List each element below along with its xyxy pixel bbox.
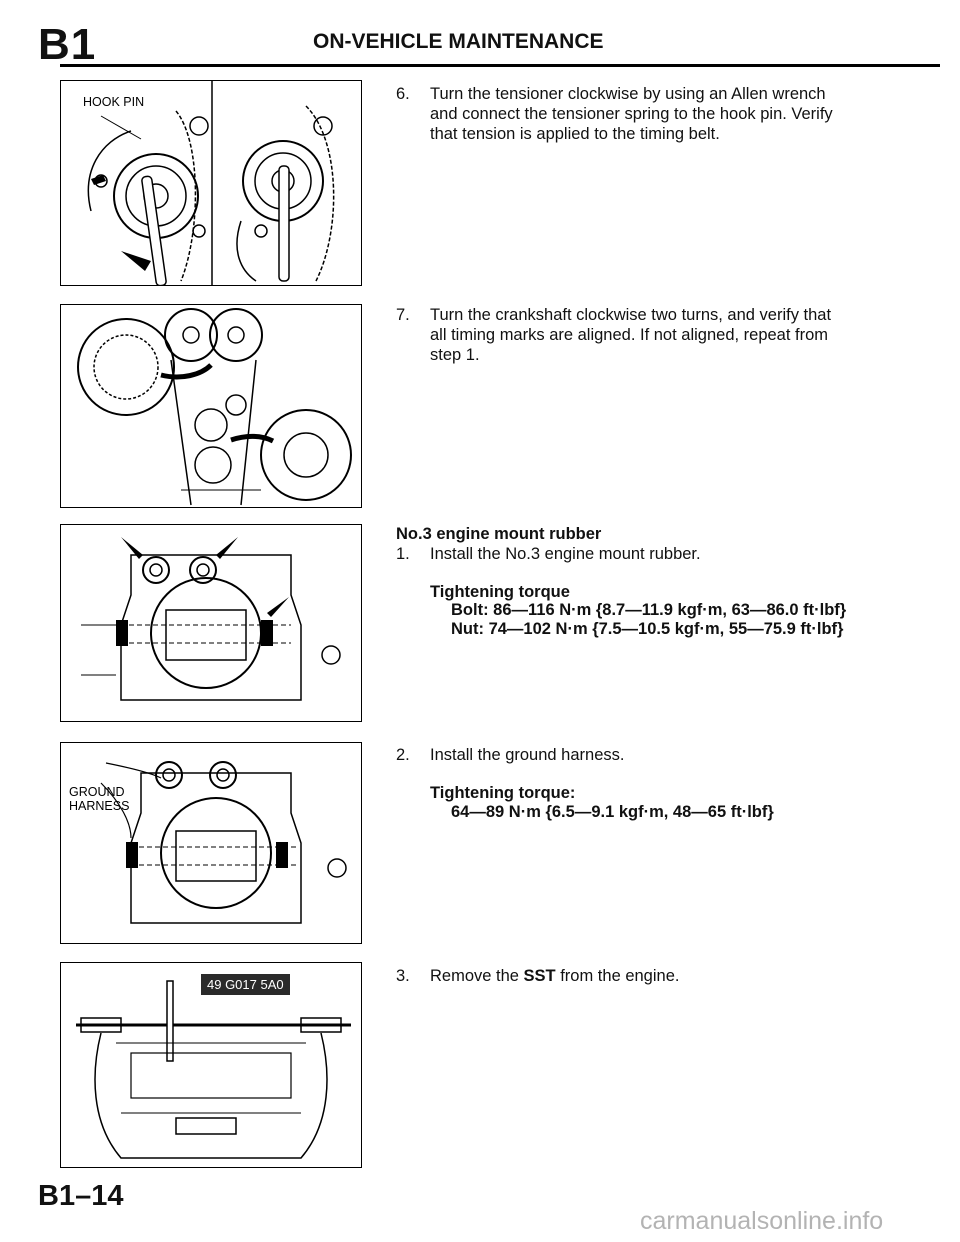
mount-step-1-text: Install the No.3 engine mount rubber. [430,545,701,563]
sst-term: SST [523,967,556,985]
mount-step-3: 3. Remove the SST from the engine. [396,966,846,986]
step-6: 6. Turn the tensioner clockwise by using… [396,84,846,144]
mount-step-3-number: 3. [396,967,410,985]
torque-bolt-spec: Bolt: 86—116 N·m {8.7—11.9 kgf·m, 63—86.… [451,601,847,619]
watermark: carmanualsonline.info [640,1207,884,1235]
step-6-number: 6. [396,85,410,103]
torque-heading-1: Tightening torque [430,583,570,601]
header-rule [60,64,940,67]
torque-ground-spec: 64—89 N·m {6.5—9.1 kgf·m, 48—65 ft·lbf} [451,803,774,821]
step-7: 7. Turn the crankshaft clockwise two tur… [396,305,846,365]
page-title: ON-VEHICLE MAINTENANCE [313,30,604,53]
mount-step-1: 1. Install the No.3 engine mount rubber. [396,544,846,564]
sst-illustration [76,980,351,1159]
torque-heading-2: Tightening torque: [430,784,576,802]
tensioner-illustration [87,81,335,285]
step-7-number: 7. [396,306,410,324]
figure-sst-removal: 49 G017 5A0 [60,962,362,1168]
mount-step-3-text: Remove the SST from the engine. [430,966,846,986]
figure-ground-harness: GROUND HARNESS [60,742,362,944]
page-number: B1–14 [38,1180,124,1212]
ground-harness-illustration [100,761,347,924]
ground-label-line1: GROUND [69,785,125,799]
harness-label-line2: HARNESS [69,799,130,813]
engine-mount-illustration [81,537,341,701]
step-6-text: Turn the tensioner clockwise by using an… [430,85,833,143]
mount-step-2-number: 2. [396,746,410,764]
step-3-text-after: from the engine. [555,967,680,985]
step-3-text-before: Remove the [430,967,524,985]
section-code: B1 [38,20,97,69]
step-7-text: Turn the crankshaft clockwise two turns,… [430,306,832,364]
sst-part-number-label: 49 G017 5A0 [201,974,290,995]
figure-timing-marks [60,304,362,508]
figure-tensioner-hook-pin: HOOK PIN [60,80,362,286]
hook-pin-label: HOOK PIN [83,95,145,109]
figure-engine-mount-rubber [60,524,362,722]
timing-marks-illustration [77,308,352,506]
mount-step-2-text: Install the ground harness. [430,746,625,764]
mount-heading: No.3 engine mount rubber [396,525,602,543]
torque-nut-spec: Nut: 74—102 N·m {7.5—10.5 kgf·m, 55—75.9… [451,620,844,638]
mount-step-2: 2. Install the ground harness. [396,745,846,765]
mount-step-1-number: 1. [396,545,410,563]
